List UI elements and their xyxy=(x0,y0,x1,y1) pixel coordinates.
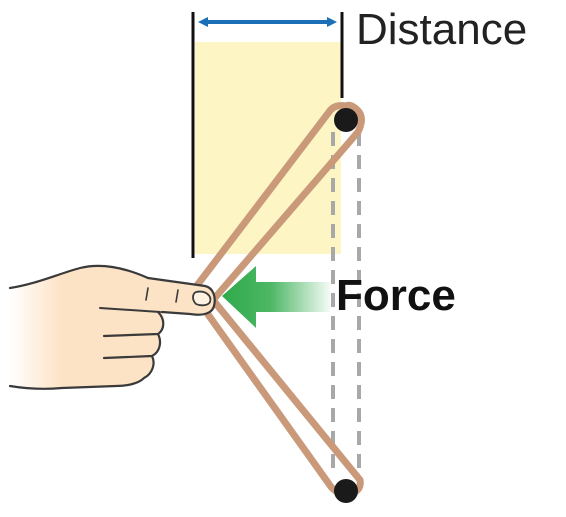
distance-label: Distance xyxy=(356,5,528,54)
bottom-anchor-peg xyxy=(334,479,358,503)
pointing-hand-icon xyxy=(8,264,216,390)
top-anchor-peg xyxy=(334,108,358,132)
force-label: Force xyxy=(336,271,456,320)
left-arrow-icon xyxy=(222,266,330,328)
rubber-band xyxy=(188,101,365,498)
distance-highlight xyxy=(195,42,341,254)
